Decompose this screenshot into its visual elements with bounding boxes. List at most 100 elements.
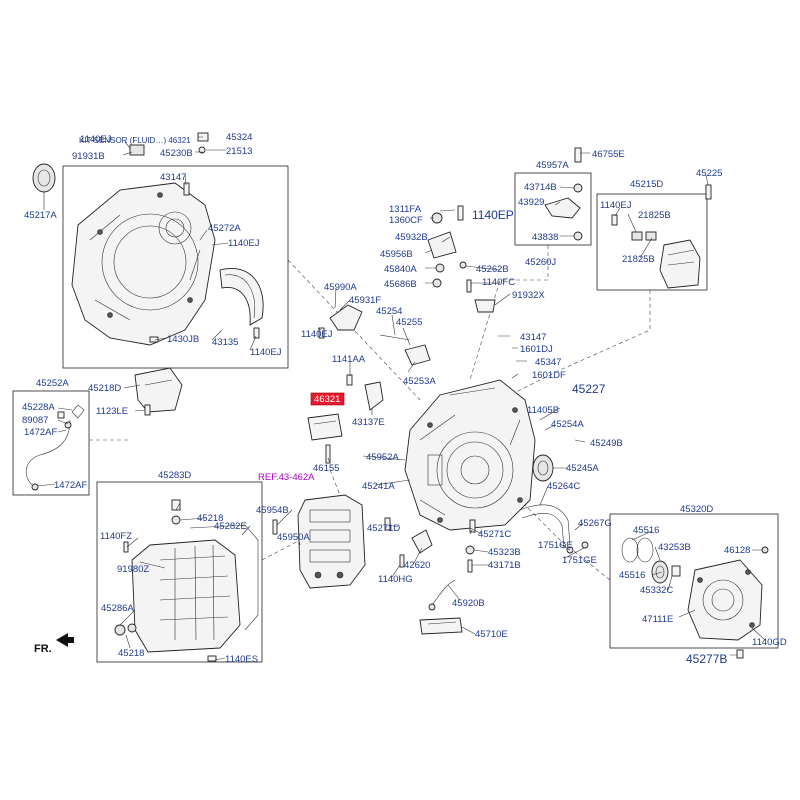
callout[interactable]: 45710E <box>475 629 508 640</box>
callout[interactable]: 43253B <box>658 542 691 553</box>
callout[interactable]: 45230B <box>160 148 193 159</box>
callout[interactable]: 45262B <box>476 264 509 275</box>
callout[interactable]: 45245A <box>566 463 599 474</box>
callout[interactable]: 45277B <box>686 652 727 666</box>
callout[interactable]: 1140EJ <box>80 134 112 145</box>
oil-guide-drawing <box>219 268 264 326</box>
solenoid-bracket-drawing <box>611 184 712 289</box>
callout[interactable]: 91932X <box>512 290 545 301</box>
detent-lever-drawing <box>544 147 583 241</box>
callout[interactable]: 1430JB <box>167 334 199 345</box>
callout[interactable]: 45686B <box>384 279 417 290</box>
callout[interactable]: 45840A <box>384 264 417 275</box>
callout[interactable]: 45217A <box>24 210 57 221</box>
callout[interactable]: 1123LE <box>96 406 128 417</box>
callout[interactable]: 45954B <box>256 505 289 516</box>
callout[interactable]: 1140FC <box>482 277 515 288</box>
callout[interactable]: 45253A <box>403 376 436 387</box>
callout[interactable]: 45255 <box>396 317 422 328</box>
callout[interactable]: 45249B <box>590 438 623 449</box>
callout[interactable]: 1140EP <box>472 208 514 222</box>
callout[interactable]: 1140EJ <box>301 329 333 340</box>
callout[interactable]: 45227 <box>572 382 606 396</box>
ref-label[interactable]: REF.43-462A <box>258 472 315 483</box>
callout[interactable]: 45324 <box>226 132 252 143</box>
callout[interactable]: 45282E <box>214 521 247 532</box>
callout[interactable]: 45218D <box>88 383 121 394</box>
callout[interactable]: 45931F <box>349 295 381 306</box>
callout[interactable]: 89087 <box>22 415 48 426</box>
callout[interactable]: 1472AF <box>24 427 57 438</box>
callout[interactable]: 47111E <box>642 614 673 625</box>
callout[interactable]: 45254 <box>376 306 402 317</box>
callout[interactable]: 45516 <box>619 570 645 581</box>
callout[interactable]: 1140FZ <box>100 531 132 542</box>
callout[interactable]: 1601DF <box>532 370 566 381</box>
callout[interactable]: 46755E <box>592 149 625 160</box>
callout[interactable]: 42620 <box>404 560 430 571</box>
callout[interactable]: 45218 <box>197 513 223 524</box>
callout[interactable]: 45271C <box>478 529 511 540</box>
callout[interactable]: 1360CF <box>389 215 423 226</box>
callout[interactable]: 1751GE <box>562 555 597 566</box>
group-box-45283D <box>96 481 263 663</box>
callout[interactable]: 45347 <box>535 357 561 368</box>
callout[interactable]: 45332C <box>640 585 673 596</box>
callout[interactable]: 1140EJ <box>250 347 282 358</box>
callout[interactable]: 1140ES <box>225 654 258 665</box>
callout[interactable]: 43171B <box>488 560 521 571</box>
callout[interactable]: 45241A <box>362 481 395 492</box>
callout[interactable]: 1140EJ <box>228 238 260 249</box>
callout[interactable]: 11405B <box>527 405 559 416</box>
callout[interactable]: 45260J <box>525 257 556 268</box>
callout[interactable]: 21825B <box>622 254 655 265</box>
callout[interactable]: 46128 <box>724 545 750 556</box>
callout[interactable]: 45932B <box>395 232 428 243</box>
callout[interactable]: 1601DJ <box>520 344 553 355</box>
highlight-label-46321[interactable]: 46321 <box>314 394 340 405</box>
callout[interactable]: 21825B <box>638 210 671 221</box>
callout[interactable]: 43147 <box>160 172 186 183</box>
callout[interactable]: 46155 <box>313 463 339 474</box>
callout[interactable]: 45920B <box>452 598 485 609</box>
callout[interactable]: 1140GD <box>752 637 787 648</box>
front-direction-indicator: FR. <box>34 633 74 655</box>
callout[interactable]: 1751GE <box>538 540 573 551</box>
callout[interactable]: 45950A <box>277 532 310 543</box>
callout[interactable]: 45516 <box>633 525 659 536</box>
front-arrow-icon <box>56 633 74 647</box>
callout[interactable]: 43838 <box>532 232 558 243</box>
rear-cover-drawing <box>621 537 769 659</box>
callout[interactable]: 45286A <box>101 603 134 614</box>
group-title-45320D: 45320D <box>680 504 713 515</box>
callout[interactable]: 45956B <box>380 249 413 260</box>
callout[interactable]: 43714B <box>524 182 557 193</box>
callout[interactable]: 45271D <box>367 523 400 534</box>
reference-line <box>519 499 611 581</box>
callout[interactable]: 21513 <box>226 146 252 157</box>
callout[interactable]: 1140EJ <box>600 200 632 211</box>
callout[interactable]: 43137E <box>352 417 385 428</box>
callout[interactable]: 45990A <box>324 282 357 293</box>
group-title-45957A: 45957A <box>536 160 569 171</box>
highlight-box-46321[interactable] <box>310 392 345 406</box>
callout[interactable]: 91931B <box>72 151 105 162</box>
callout[interactable]: 43135 <box>212 337 238 348</box>
callout[interactable]: 45323B <box>488 547 521 558</box>
group-title-45215D: 45215D <box>630 179 663 190</box>
callout[interactable]: 1141AA <box>332 354 366 365</box>
callout[interactable]: 45225 <box>696 168 722 179</box>
callout[interactable]: 45228A <box>22 402 55 413</box>
callout[interactable]: 1472AF <box>54 480 87 491</box>
callout[interactable]: 45272A <box>208 223 241 234</box>
callout[interactable]: 1311FA <box>389 204 422 215</box>
callout[interactable]: 45218 <box>118 648 144 659</box>
callout[interactable]: 43147 <box>520 332 546 343</box>
callout[interactable]: 45267G <box>578 518 612 529</box>
callout[interactable]: 45264C <box>547 481 580 492</box>
callout[interactable]: 1140HG <box>378 574 413 585</box>
callout[interactable]: 45254A <box>551 419 584 430</box>
callout[interactable]: 43929 <box>518 197 544 208</box>
callout[interactable]: 45952A <box>366 452 399 463</box>
callout[interactable]: 91980Z <box>117 564 149 575</box>
